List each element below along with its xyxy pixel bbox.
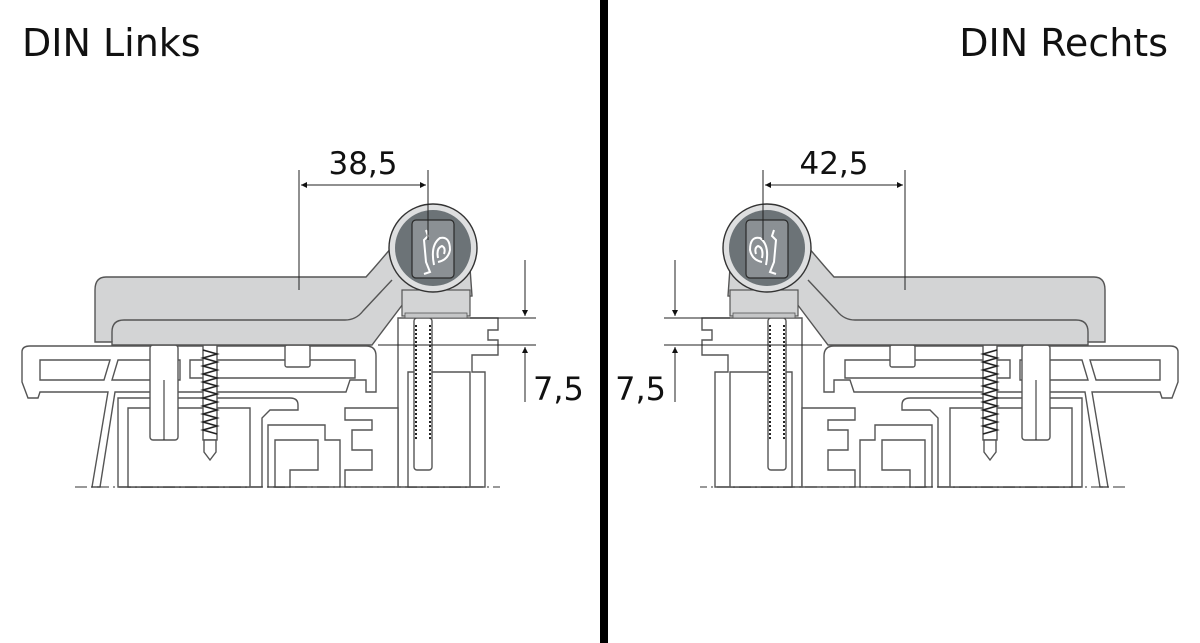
hinge-assembly-left bbox=[21, 203, 536, 488]
right-title: DIN Rechts bbox=[959, 21, 1168, 65]
frame-bolt bbox=[413, 317, 433, 471]
horizontal-dimension-left bbox=[298, 170, 429, 290]
vertical-dimension-lines bbox=[378, 260, 536, 402]
dowel-pin bbox=[149, 344, 179, 441]
horizontal-dimension-right bbox=[762, 170, 906, 290]
left-title: DIN Links bbox=[22, 21, 201, 65]
center-divider bbox=[600, 0, 608, 643]
screw bbox=[200, 344, 220, 462]
hinge-assembly-right bbox=[664, 204, 1178, 487]
right-vertical-dimension-label: 7,5 bbox=[615, 370, 666, 408]
left-horizontal-dimension-label: 38,5 bbox=[328, 146, 397, 182]
hinge-knuckle bbox=[388, 203, 478, 293]
left-vertical-dimension-label: 7,5 bbox=[533, 370, 584, 408]
set-screw bbox=[284, 344, 311, 368]
right-horizontal-dimension-label: 42,5 bbox=[799, 146, 868, 182]
